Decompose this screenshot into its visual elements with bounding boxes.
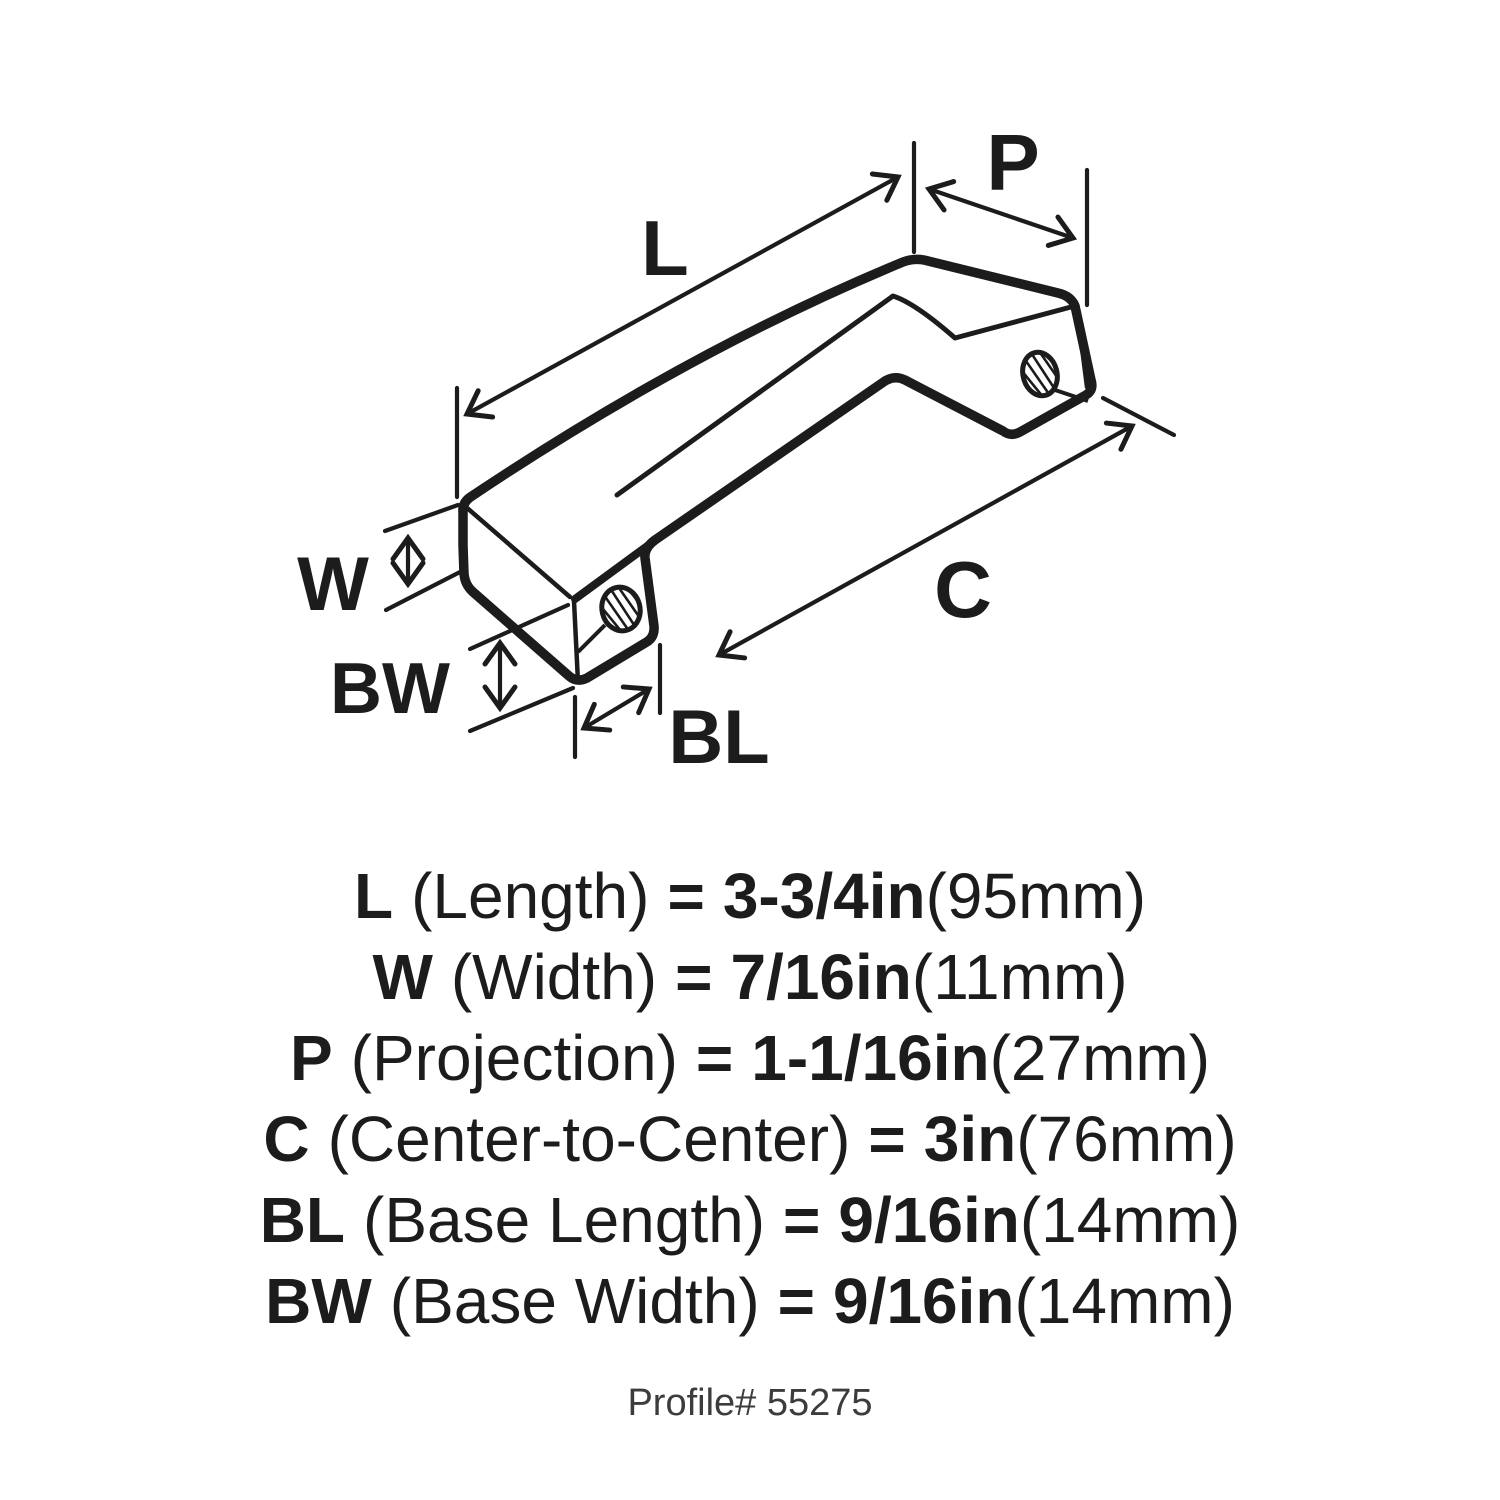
dim-BW-tick-bottom [467, 685, 576, 734]
spec-name: (Projection) [350, 1022, 678, 1094]
spec-name: (Width) [450, 941, 658, 1013]
spec-value: 3-3/4in [722, 860, 926, 932]
spec-name: (Length) [411, 860, 650, 932]
spec-name: (Center-to-Center) [327, 1103, 851, 1175]
screw-hole-right-spur [1051, 387, 1089, 403]
spec-code: C [263, 1103, 310, 1175]
spec-value: 9/16in [838, 1184, 1020, 1256]
spec-equals: = [675, 941, 713, 1013]
dimension-diagram: L P C W BW BL [297, 118, 1177, 780]
left-base-side-top-edge [463, 504, 573, 600]
spec-metric: (11mm) [911, 941, 1128, 1013]
right-base-side-edge [1074, 306, 1090, 390]
dim-W-tick-bottom [383, 569, 463, 613]
spec-equals: = [667, 860, 705, 932]
spec-value: 7/16in [730, 941, 912, 1013]
spec-metric: (27mm) [989, 1022, 1211, 1094]
spec-metric: (14mm) [1014, 1265, 1235, 1337]
spec-name: (Base Length) [363, 1184, 766, 1256]
dimension-lines [382, 140, 1177, 760]
spec-row-base-length: BL(Base Length)=9/16in(14mm) [0, 1180, 1500, 1261]
spec-row-length: L(Length)=3-3/4in(95mm) [0, 856, 1500, 937]
label-W: W [297, 542, 369, 627]
spec-code: W [372, 941, 433, 1013]
profile-number: Profile# 55275 [627, 1382, 873, 1424]
spec-code: BL [259, 1184, 346, 1256]
spec-value: 3in [923, 1103, 1017, 1175]
spec-row-base-width: BW(Base Width)=9/16in(14mm) [0, 1261, 1500, 1342]
label-BW: BW [330, 649, 450, 729]
label-L: L [641, 204, 689, 292]
spec-row-center-to-center: C(Center-to-Center)=3in(76mm) [0, 1099, 1500, 1180]
spec-value: 9/16in [833, 1265, 1015, 1337]
spec-equals: = [777, 1265, 815, 1337]
spec-name: (Base Width) [389, 1265, 760, 1337]
handle-isometric-drawing: L P C W BW BL [297, 118, 1177, 780]
screw-hole-left-spur [576, 623, 607, 654]
spec-equals: = [783, 1184, 821, 1256]
spec-equals: = [695, 1022, 734, 1094]
spec-code: BW [265, 1265, 372, 1337]
spec-equals: = [868, 1103, 906, 1175]
label-P: P [986, 118, 1039, 207]
dim-C-tick-right [1100, 395, 1177, 438]
handle-outline [458, 254, 1097, 685]
handle-body [458, 254, 1097, 685]
spec-code: L [353, 860, 394, 932]
spec-metric: (76mm) [1016, 1103, 1237, 1175]
dim-L-line [463, 171, 902, 420]
left-base-front-left-edge [571, 598, 581, 685]
dim-P-line [924, 179, 1078, 248]
label-BL: BL [668, 695, 769, 780]
spec-value: 1-1/16in [751, 1022, 990, 1094]
spec-row-projection: P(Projection)=1-1/16in(27mm) [0, 1018, 1500, 1099]
dim-C-line [715, 420, 1136, 661]
spec-metric: (95mm) [925, 860, 1147, 932]
label-C: C [934, 545, 992, 634]
dim-W-tick-top [382, 502, 461, 534]
spec-row-width: W(Width)=7/16in(11mm) [0, 937, 1500, 1018]
spec-code: P [289, 1022, 333, 1094]
spec-metric: (14mm) [1019, 1184, 1241, 1256]
left-base-front-top-edge [571, 540, 654, 603]
spec-table: L(Length)=3-3/4in(95mm) W(Width)=7/16in(… [0, 856, 1500, 1342]
screw-hole-right [1018, 348, 1062, 399]
dim-BL-line [580, 684, 653, 733]
